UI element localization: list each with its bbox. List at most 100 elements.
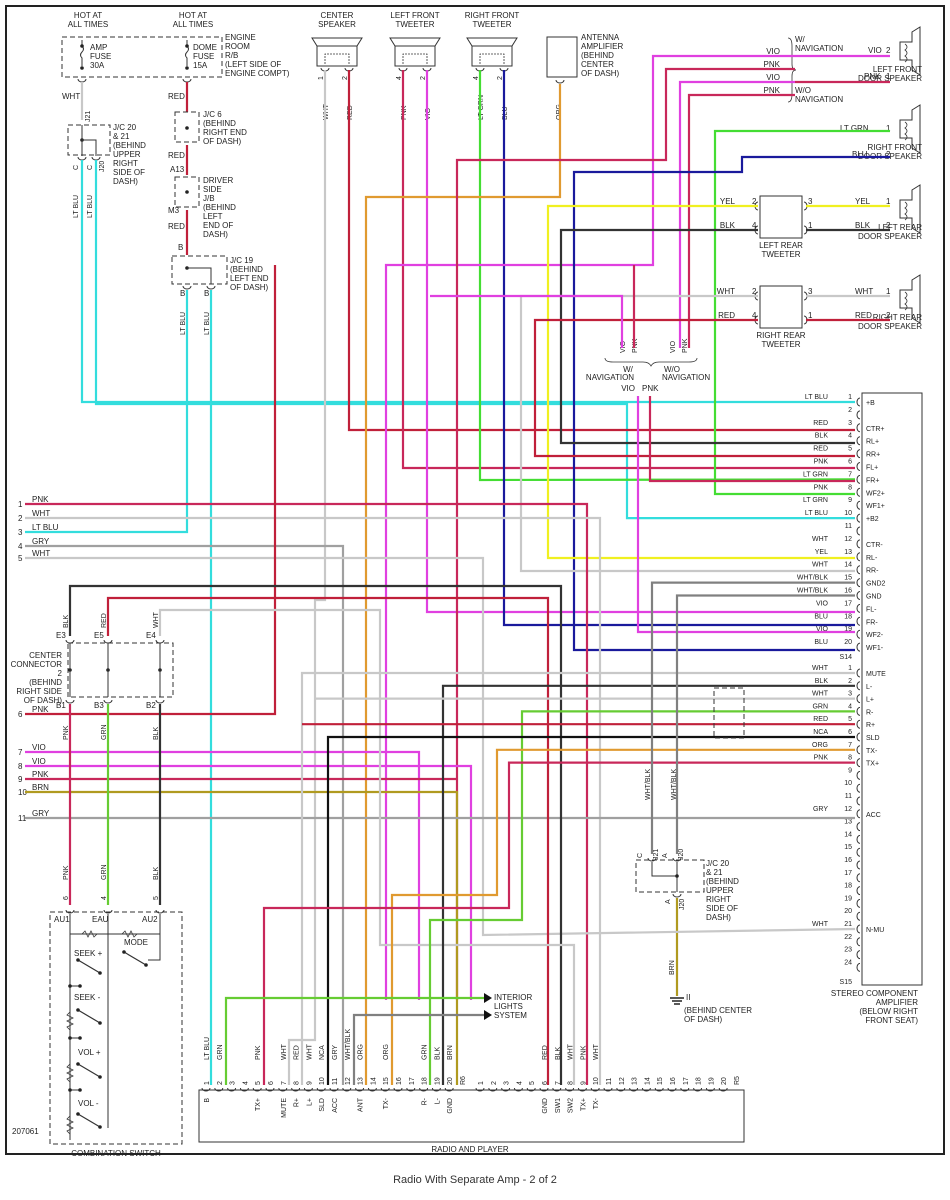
dome-fuse-label: 15A [193, 61, 208, 70]
wire-label: BLK [815, 433, 829, 440]
connector-pin [155, 699, 165, 704]
junction-dot [185, 66, 189, 70]
radio-pin-function: B [204, 1098, 211, 1103]
connector-pin [552, 1087, 562, 1092]
pin-label: 5 [255, 1081, 262, 1085]
connector-pin [856, 783, 861, 793]
wire-wht [25, 556, 856, 937]
wire-vio [678, 80, 795, 348]
pin-label: 1 [886, 124, 891, 133]
pin-label: J20 [679, 899, 686, 910]
pin-label: 22 [844, 934, 852, 941]
connector-pin [393, 1087, 403, 1092]
driver-side-jb-label: SIDE [203, 185, 222, 194]
connector-pin [431, 1087, 441, 1092]
junction-dot [68, 984, 72, 988]
pin-label: 9 [848, 497, 852, 504]
diagram-caption: Radio With Separate Amp - 2 of 2 [393, 1174, 557, 1186]
wire-label: RED [813, 420, 828, 427]
wire-label: RED [813, 716, 828, 723]
junction-dot [76, 1062, 80, 1066]
pin-label: 3 [808, 197, 813, 206]
connector-pin [693, 1087, 703, 1092]
engine-room-rb-label: ENGINE COMPT) [225, 69, 290, 78]
right-front-door-speaker-label: DOOR SPEAKER [858, 152, 922, 161]
pin-label: 17 [409, 1077, 416, 1085]
ground-id: II [686, 993, 690, 1002]
driver-side-jb-label: J/B [203, 194, 215, 203]
connector-pin [856, 565, 861, 575]
wire-wht-blk [352, 1013, 484, 1085]
wire-label: RED [294, 1045, 301, 1060]
wire-label: GRN [422, 1044, 429, 1060]
connector-id: S14 [840, 654, 853, 661]
wire-label: BLK [153, 726, 160, 740]
amp-pin-function: WF2+ [866, 490, 885, 497]
wire-label: PNK [632, 338, 639, 353]
pin-label: 5 [848, 716, 852, 723]
connector-pin [856, 962, 861, 972]
connector-pin [629, 1087, 639, 1092]
wire-label: PNK [642, 384, 659, 393]
pin-label: 4 [752, 311, 757, 320]
jc20-lower-label: (BEHIND [706, 877, 739, 886]
connector-pin [856, 410, 861, 420]
pin-label: 7 [848, 742, 852, 749]
left-front-tweeter-coil-icon [402, 53, 428, 64]
pin-label: C [73, 165, 80, 170]
center-speaker-body [316, 45, 358, 67]
connector-pin [856, 539, 861, 549]
wire-org [364, 84, 562, 1085]
connector-pin [577, 1087, 587, 1092]
wire-red [25, 265, 277, 716]
amp-pin-function: R- [866, 709, 874, 716]
jc20-enclosure [67, 124, 111, 156]
jc-bus [187, 267, 212, 284]
junction-dot [122, 950, 126, 954]
switch-label: MODE [124, 938, 148, 947]
pin-label: 1 [886, 72, 891, 81]
wire-label: RED [347, 105, 354, 120]
pin-label: 19 [434, 1077, 441, 1085]
wire-blu [502, 70, 855, 627]
ground-label: (BEHIND CENTER [684, 1006, 752, 1015]
wire-label: GRY [332, 1045, 339, 1060]
switch-contact-icon [77, 1009, 101, 1024]
wire-blk [68, 584, 563, 1085]
amplifier-label: STEREO COMPONENT [831, 989, 918, 998]
pin-label: 5 [153, 896, 160, 900]
wire-yel [546, 204, 855, 560]
jc19-label: (BEHIND [230, 265, 263, 274]
pin-label: 4 [473, 76, 480, 80]
junction-dot [78, 984, 82, 988]
wire-label: VIO [816, 626, 829, 633]
connector-pin [856, 629, 861, 639]
amp-pin-function: GND [866, 594, 882, 601]
amplifier-label: AMPLIFIER [876, 998, 918, 1007]
connector-pin [488, 1087, 498, 1092]
combination-switch-enclosure [49, 911, 183, 1145]
connector-pin [856, 745, 861, 755]
wire-label: YEL [815, 549, 828, 556]
antenna-amplifier-label: (BEHIND [581, 51, 614, 60]
connector-pin [856, 950, 861, 960]
amp-pin-function: FL- [866, 606, 877, 613]
engine-room-rb-label: ROOM [225, 42, 250, 51]
pin-label: 1 [848, 665, 852, 672]
connector-pin [182, 285, 192, 290]
pin-label: 19 [708, 1077, 715, 1085]
wire-brn [25, 790, 459, 1085]
pin-label: 5 [529, 1081, 536, 1085]
connector-pin [206, 285, 216, 290]
pin-label: 9 [18, 775, 23, 784]
jc20-lower-enclosure [635, 859, 705, 893]
wire-label: LT BLU [32, 523, 59, 532]
pin-label: 1 [204, 1081, 211, 1085]
driver-side-jb-enclosure [174, 176, 200, 208]
nav-label: NAVIGATION [795, 44, 843, 53]
engine-room-rb-label: ENGINE [225, 33, 256, 42]
antenna-amplifier-label: OF DASH) [581, 69, 620, 78]
connector-pin [856, 397, 861, 407]
pin-label: 17 [683, 1077, 690, 1085]
connector-pin [182, 78, 192, 83]
